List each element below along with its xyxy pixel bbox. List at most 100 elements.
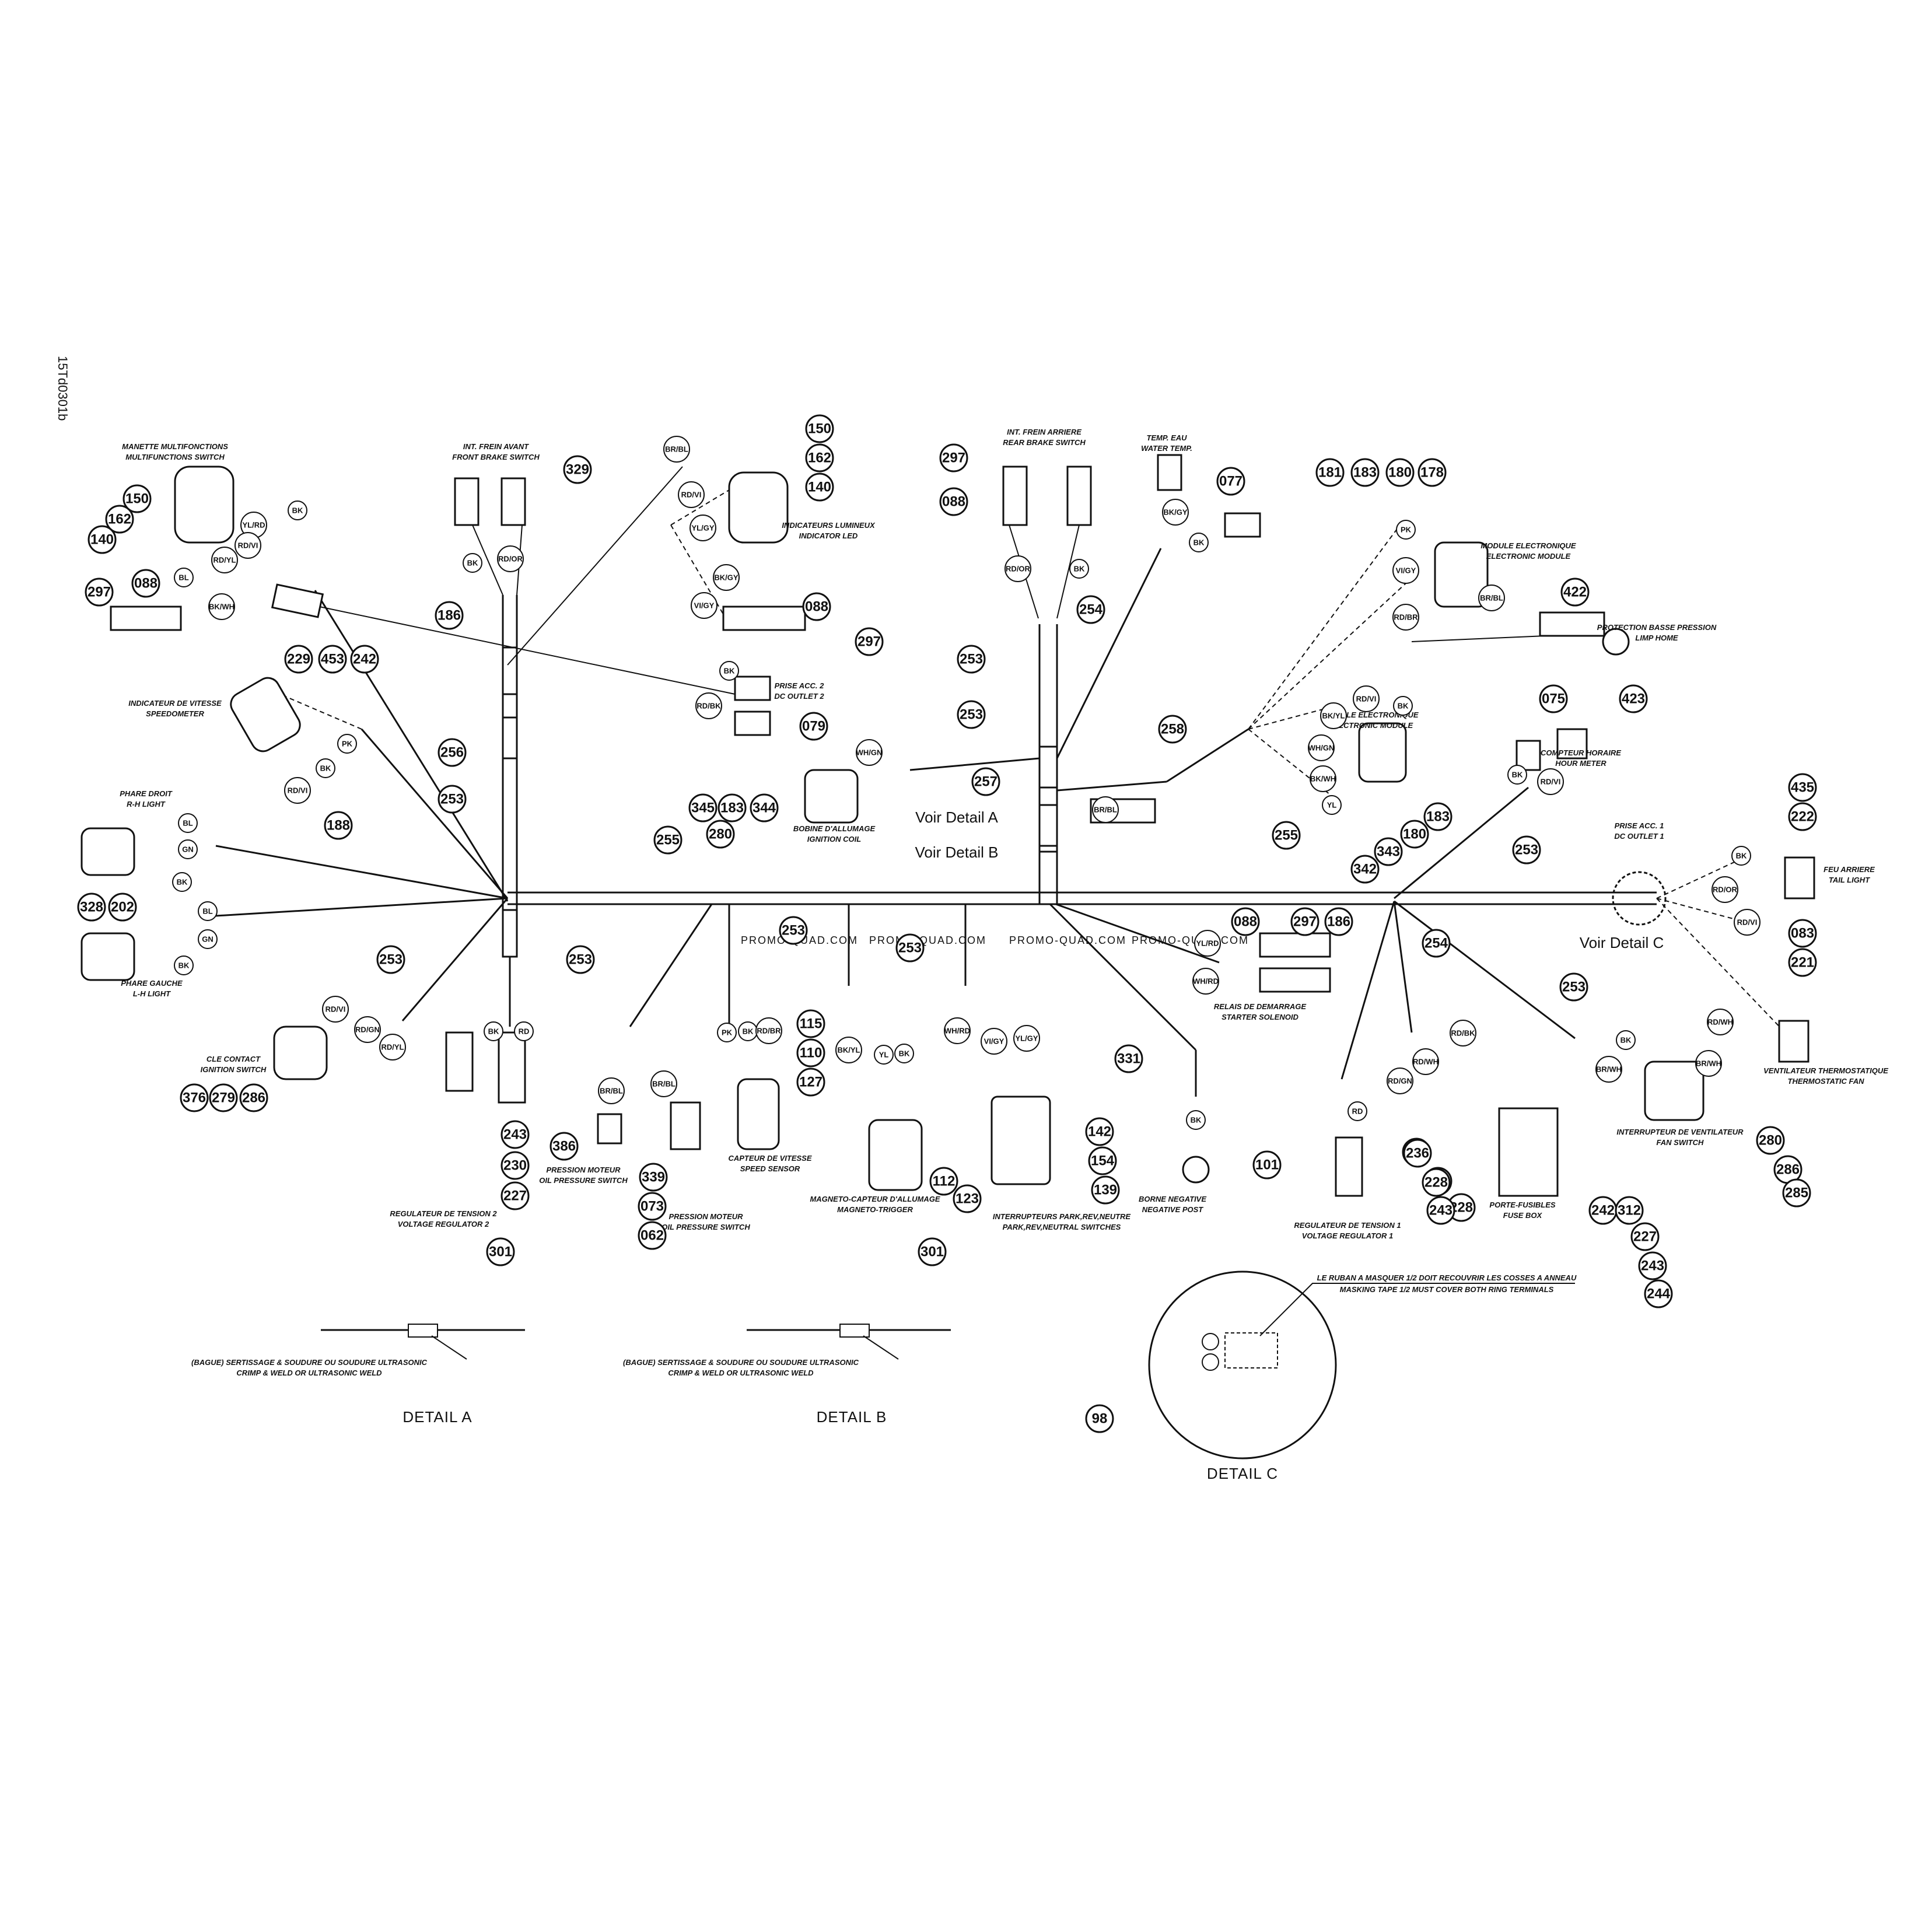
label-en: SPEEDOMETER (146, 709, 204, 718)
part-callout: 297 (85, 578, 114, 607)
wire-code: WH/GN (1308, 734, 1335, 761)
callout-number: 088 (1234, 914, 1257, 930)
label-en: INDICATOR LED (799, 531, 858, 540)
callout-circle (324, 811, 353, 840)
wire-code-circle (1308, 734, 1335, 761)
label-fr: PROTECTION BASSE PRESSION (1597, 623, 1717, 632)
wire-code-circle (1005, 555, 1031, 582)
label-fr: MODULE ELECTRONIQUE (1480, 541, 1576, 550)
callout-number: 243 (503, 1127, 527, 1143)
part-callout: 253 (957, 700, 986, 729)
callout-number: 183 (1353, 465, 1377, 481)
wire-code: BK (894, 1044, 914, 1063)
callout-number: 253 (960, 652, 983, 667)
part-callout: 139 (1091, 1175, 1120, 1205)
oil-pressure-switch (597, 1113, 622, 1144)
part-callout: 229 (284, 645, 313, 674)
label-en: DC OUTLET 2 (774, 692, 824, 701)
label-en: R-H LIGHT (127, 800, 166, 808)
callout-circle (1076, 595, 1105, 624)
wire-code: BR/BL (1478, 584, 1505, 611)
wire-code: RD/YL (211, 547, 238, 573)
callout-number: 236 (1406, 1146, 1429, 1161)
label-fr: INDICATEUR DE VITESSE (128, 699, 222, 708)
starter-solenoid-b (1259, 967, 1331, 993)
part-callout: 279 (209, 1083, 238, 1112)
detail-refs: Voir Detail A Voir Detail B Voir Detail … (915, 808, 1664, 951)
callout-number: 255 (1275, 828, 1298, 844)
wire-code-text: GN (202, 935, 214, 944)
callout-circle (805, 414, 834, 443)
label-fr: PHARE GAUCHE (121, 979, 183, 988)
label-en: LIMP HOME (1635, 634, 1678, 642)
wire-code: YL (1322, 795, 1342, 815)
callout-number: 286 (242, 1090, 265, 1106)
callout-circle (1422, 929, 1451, 958)
label-fr: FEU ARRIERE (1824, 865, 1875, 874)
callout-circle (501, 1181, 530, 1210)
wire-code: RD/VI (678, 481, 705, 508)
wire-code-circle (1192, 968, 1219, 995)
wire-code-circle (1186, 1110, 1206, 1130)
callout-circle (1756, 1126, 1785, 1155)
wire-code-text: WH/RD (1193, 977, 1219, 986)
part-callout: 180 (1385, 458, 1415, 487)
label-fr: BORNE NEGATIVE (1139, 1195, 1206, 1203)
see-detail-c-label: Voir Detail C (1580, 934, 1664, 951)
wire-code-circle (463, 553, 482, 573)
wire-code-text: RD/VI (288, 786, 308, 795)
lh-light-connector (80, 932, 135, 981)
callout-circle (971, 767, 1000, 796)
label-fr: PRESSION MOTEUR (668, 1212, 743, 1221)
wire-code-text: BK/WH (1310, 775, 1336, 783)
part-callout: 183 (1350, 458, 1380, 487)
part-callout: 376 (180, 1083, 209, 1112)
part-callout: 254 (1076, 595, 1105, 624)
wire-code-circle (1450, 1020, 1476, 1046)
callout-number: 115 (800, 1016, 822, 1032)
wire-code: BR/BL (1092, 796, 1119, 823)
branch-oil-pressure (629, 904, 713, 1027)
detail-c-zoom-circle (1148, 1270, 1337, 1460)
part-callout: 162 (805, 443, 834, 473)
label-en: REAR BRAKE SWITCH (1003, 438, 1086, 447)
part-callout: 088 (939, 487, 968, 516)
callout-number: 188 (327, 818, 350, 834)
callout-circle (653, 825, 682, 855)
detail-a-note-en: CRIMP & WELD OR ULTRASONIC WELD (236, 1368, 382, 1377)
part-callout: 242 (1588, 1196, 1618, 1225)
part-callout: 227 (1630, 1222, 1660, 1251)
callout-circle (550, 1132, 579, 1161)
wire-code-circle (1396, 520, 1416, 540)
part-callout: 342 (1350, 855, 1380, 884)
wire-code-circle (598, 1077, 625, 1104)
callout-circle (779, 916, 808, 945)
wire-code-text: BK (178, 961, 190, 970)
wire-code-circle (1595, 1056, 1622, 1083)
wire-code-circle (691, 592, 718, 619)
callout-number: 343 (1377, 844, 1400, 860)
harness-trunks (215, 466, 1786, 1097)
callout-circle (1630, 1222, 1660, 1251)
label-en: IGNITION SWITCH (201, 1065, 267, 1074)
callout-circle (1085, 1404, 1114, 1433)
wire-code: GN (178, 839, 198, 859)
rear-brake-switch-a (1002, 466, 1028, 526)
callout-number: 254 (1424, 936, 1448, 951)
label-en: ELECTRONIC MODULE (1486, 552, 1571, 561)
wire-code-text: PK (1401, 526, 1412, 534)
callout-circle (718, 793, 747, 822)
part-callout: 280 (706, 820, 735, 849)
part-callout: 244 (1644, 1279, 1673, 1308)
wire-code: BL (178, 813, 198, 833)
wire-code-circle (755, 1017, 782, 1044)
ignition-coil-connector (804, 769, 859, 824)
part-callout: 154 (1088, 1146, 1117, 1175)
wire-code-circle (1707, 1009, 1734, 1035)
wire-limp-home (1411, 635, 1546, 642)
callout-number: 344 (752, 800, 776, 816)
callout-circle (1512, 835, 1541, 864)
callout-number: 077 (1219, 474, 1242, 489)
detail-c-note-en: MASKING TAPE 1/2 MUST COVER BOTH RING TE… (1340, 1285, 1554, 1294)
